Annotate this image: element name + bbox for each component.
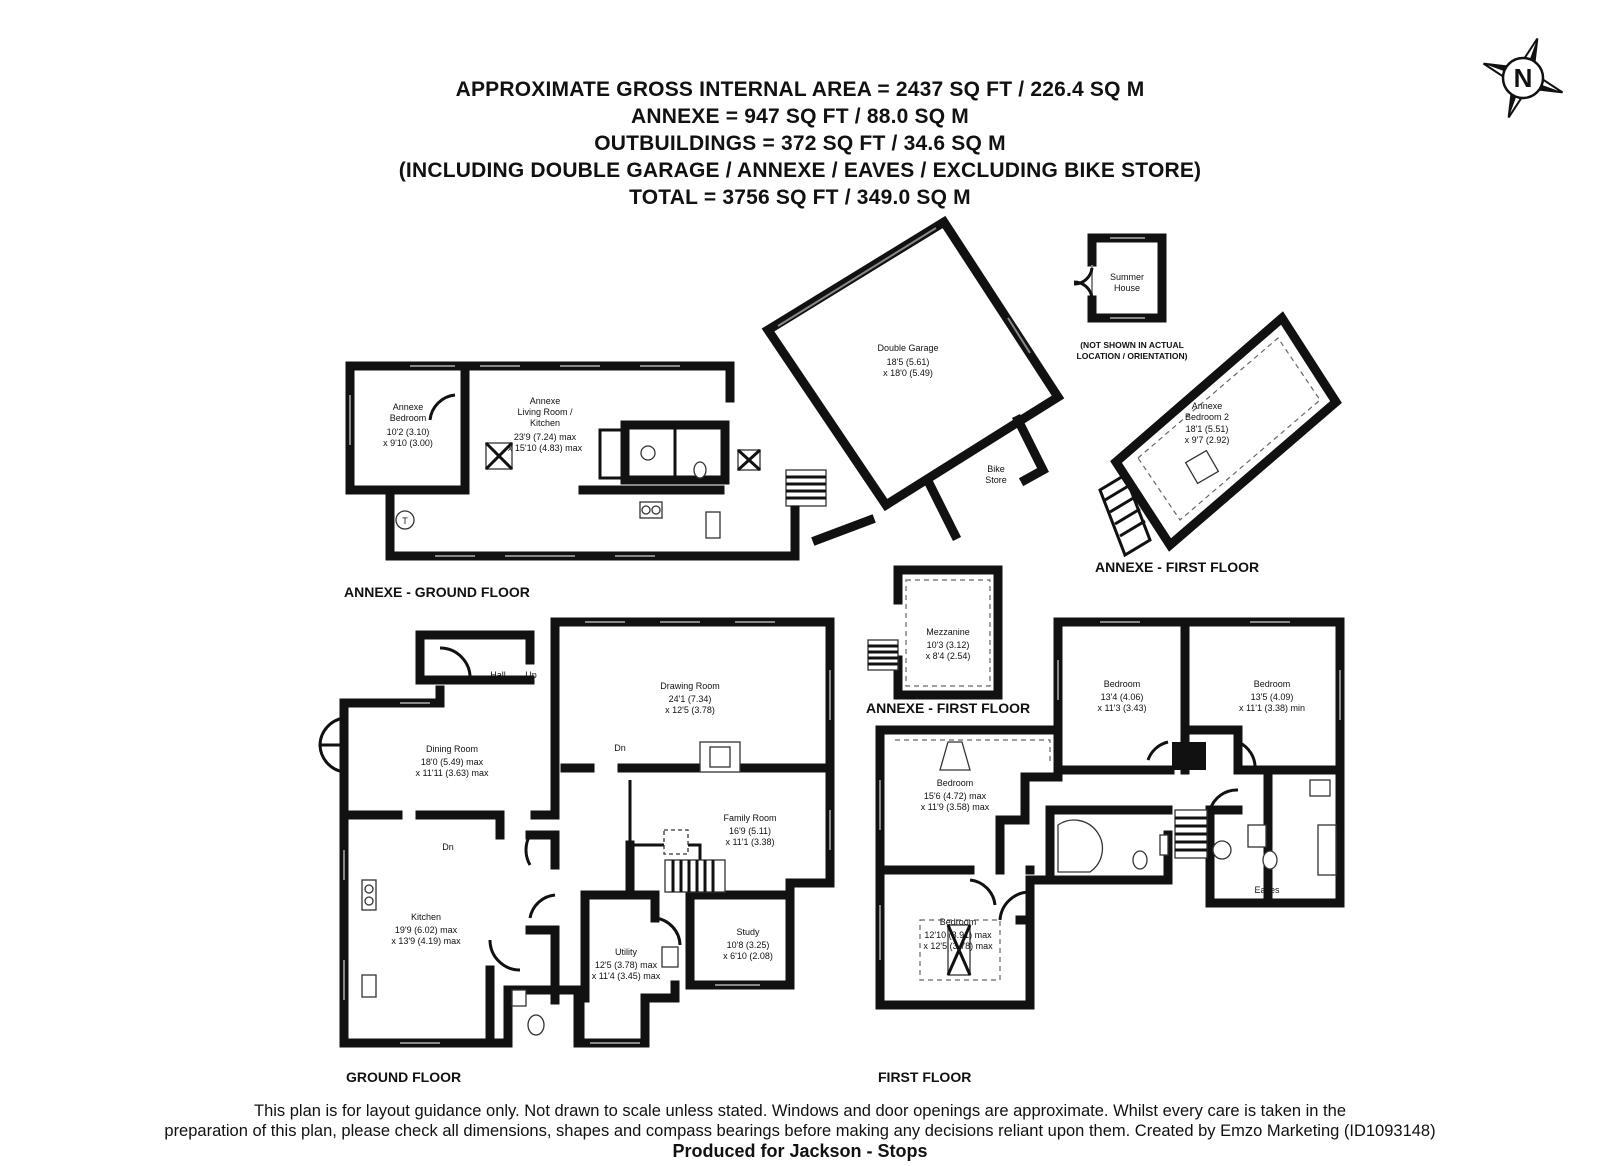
mezzanine-dims-2: x 8'4 (2.54) <box>926 651 971 661</box>
drawing-room-dims-1: 24'1 (7.34) <box>669 694 712 704</box>
bedroom-b-name: Bedroom <box>1254 679 1291 689</box>
annexe-bedroom2-name-2: Bedroom 2 <box>1185 412 1229 422</box>
dining-room-dims-1: 18'0 (5.49) max <box>421 757 484 767</box>
room-labels: Annexe Bedroom 10'2 (3.10) x 9'10 (3.00)… <box>383 272 1305 981</box>
footer: This plan is for layout guidance only. N… <box>0 1101 1600 1161</box>
stairs-down-label-2: Dn <box>442 842 454 852</box>
mezzanine-stairs <box>867 639 899 671</box>
bedroom-d-name: Bedroom <box>940 917 977 927</box>
bedroom-d-dims-2: x 12'5 (3.78) max <box>923 941 993 951</box>
double-garage-dims-1: 18'5 (5.61) <box>887 357 930 367</box>
annexe-bedroom2-name-1: Annexe <box>1192 401 1223 411</box>
kitchen-dims-1: 19'9 (6.02) max <box>395 925 458 935</box>
drawing-room-dims-2: x 12'5 (3.78) <box>665 705 715 715</box>
annexe-living-name-2: Living Room / <box>517 407 573 417</box>
drawing-room-name: Drawing Room <box>660 681 720 691</box>
area-summary: APPROXIMATE GROSS INTERNAL AREA = 2437 S… <box>0 76 1600 211</box>
annexe-bedroom2-dims-1: 18'1 (5.51) <box>1186 424 1229 434</box>
annexe-living-name-3: Kitchen <box>530 418 560 428</box>
ground-floor: Hall Up Dn Dn GROUND FLOOR <box>318 617 835 1085</box>
summer-house <box>1073 233 1167 323</box>
double-garage-dims-2: x 18'0 (5.49) <box>883 368 933 378</box>
annexe-first-stairs <box>1098 472 1152 558</box>
stairs-up-label: Up <box>525 670 537 680</box>
compass-icon: N <box>1482 37 1564 119</box>
annexe-living-name-1: Annexe <box>530 396 561 406</box>
bedroom-a-dims-1: 13'4 (4.06) <box>1101 692 1144 702</box>
utility-dims-2: x 11'4 (3.45) max <box>592 971 661 981</box>
area-line-including: (INCLUDING DOUBLE GARAGE / ANNEXE / EAVE… <box>398 159 1202 182</box>
family-room-dims-1: 16'9 (5.11) <box>729 826 771 836</box>
ground-floor-label: GROUND FLOOR <box>346 1069 461 1085</box>
annexe-living-dims-1: 23'9 (7.24) max <box>514 432 577 442</box>
kitchen-name: Kitchen <box>411 912 441 922</box>
disclaimer-line-1: This plan is for layout guidance only. N… <box>253 1102 1346 1120</box>
first-floor-label: FIRST FLOOR <box>878 1069 971 1085</box>
utility-dims-1: 12'5 (3.78) max <box>595 960 658 970</box>
bedroom-b-dims-2: x 11'1 (3.38) min <box>1239 703 1305 713</box>
tank-label: T <box>402 516 408 526</box>
bedroom-a-name: Bedroom <box>1104 679 1141 689</box>
hall-name: Hall <box>490 670 506 680</box>
area-line-total: TOTAL = 3756 SQ FT / 349.0 SQ M <box>629 186 971 209</box>
family-room-dims-2: x 11'1 (3.38) <box>725 837 774 847</box>
double-garage-name: Double Garage <box>877 343 938 353</box>
first-floor-stairs <box>1174 809 1208 859</box>
bedroom-d-dims-1: 12'10 (3.91) max <box>924 930 992 940</box>
kitchen-dims-2: x 13'9 (4.19) max <box>391 936 461 946</box>
annexe-first-floor: ANNEXE - FIRST FLOOR <box>1095 311 1342 575</box>
mezzanine: ANNEXE - FIRST FLOOR <box>866 565 1030 716</box>
first-floor: FIRST FLOOR <box>875 617 1345 1085</box>
summer-house-name-1: Summer <box>1110 272 1144 282</box>
annexe-bedroom-name-1: Annexe <box>393 402 424 412</box>
bedroom-c-dims-1: 15'6 (4.72) max <box>924 791 987 801</box>
area-line-annexe: ANNEXE = 947 SQ FT / 88.0 SQ M <box>630 105 970 128</box>
double-garage <box>761 215 1065 542</box>
study-dims-2: x 6'10 (2.08) <box>723 951 773 961</box>
annexe-bedroom-dims-2: x 9'10 (3.00) <box>383 438 433 448</box>
dining-room-name: Dining Room <box>426 744 478 754</box>
annexe-ground-floor: T ANNEXE - GROUND FLOOR <box>344 361 876 600</box>
annexe-first-floor-label-a: ANNEXE - FIRST FLOOR <box>1095 559 1259 575</box>
annexe-living-dims-2: x 15'10 (4.83) max <box>508 443 583 453</box>
summer-house-name-2: House <box>1114 283 1140 293</box>
annexe-ground-floor-label: ANNEXE - GROUND FLOOR <box>344 584 530 600</box>
eaves-name: Eaves <box>1254 885 1280 895</box>
study-name: Study <box>736 927 760 937</box>
family-room-name: Family Room <box>723 813 776 823</box>
disclaimer-line-2: preparation of this plan, please check a… <box>164 1122 1436 1140</box>
annexe-bedroom-dims-1: 10'2 (3.10) <box>387 427 430 437</box>
bedroom-b-dims-1: 13'5 (4.09) <box>1251 692 1294 702</box>
not-shown-note-2: LOCATION / ORIENTATION) <box>1077 351 1188 361</box>
mezzanine-dims-1: 10'3 (3.12) <box>927 640 970 650</box>
stairs-down-label-1: Dn <box>614 743 626 753</box>
compass-letter: N <box>1514 63 1533 93</box>
bedroom-a-dims-2: x 11'3 (3.43) <box>1097 703 1146 713</box>
mezzanine-name: Mezzanine <box>926 627 970 637</box>
annexe-stairs <box>785 469 827 507</box>
not-shown-note-1: (NOT SHOWN IN ACTUAL <box>1080 340 1184 350</box>
bike-store-name-2: Store <box>985 475 1007 485</box>
annexe-first-floor-label-b: ANNEXE - FIRST FLOOR <box>866 700 1030 716</box>
ground-stairs <box>664 859 726 893</box>
bike-store-name-1: Bike <box>987 464 1005 474</box>
utility-name: Utility <box>615 947 637 957</box>
bedroom-c-dims-2: x 11'9 (3.58) max <box>921 802 990 812</box>
bedroom-c-name: Bedroom <box>937 778 974 788</box>
dining-room-dims-2: x 11'11 (3.63) max <box>416 768 489 778</box>
area-line-outbuildings: OUTBUILDINGS = 372 SQ FT / 34.6 SQ M <box>594 132 1006 155</box>
credit-line: Produced for Jackson - Stops <box>672 1141 928 1161</box>
area-line-gross: APPROXIMATE GROSS INTERNAL AREA = 2437 S… <box>455 78 1145 101</box>
annexe-bedroom2-dims-2: x 9'7 (2.92) <box>1185 435 1230 445</box>
study-dims-1: 10'8 (3.25) <box>727 940 770 950</box>
annexe-bedroom-name-2: Bedroom <box>390 413 427 423</box>
